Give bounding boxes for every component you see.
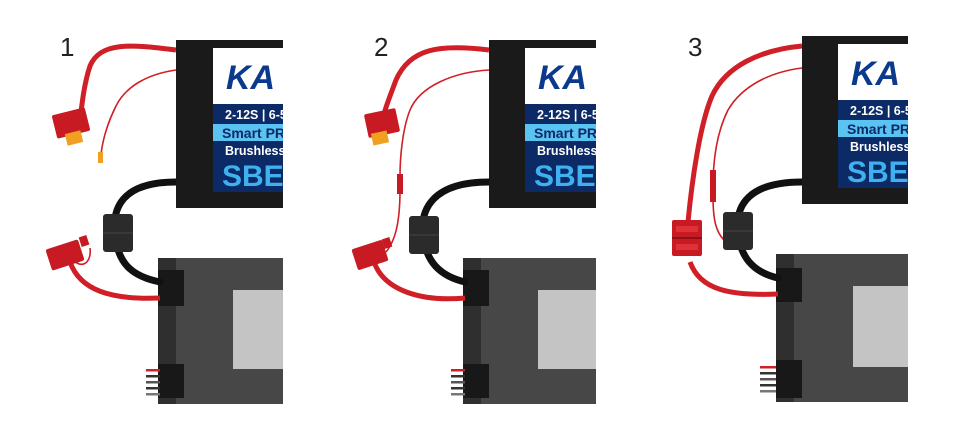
label-type: Brushless E — [850, 140, 922, 154]
sense-lead-pin — [98, 152, 103, 163]
label-smart: Smart PR — [534, 125, 597, 141]
motor-label: KA 2-12S | 6-5 Smart PR Brushless E SBE — [838, 44, 922, 189]
sense-lead-sleeve — [710, 170, 716, 202]
label-smart: Smart PR — [847, 121, 910, 137]
xt60-connector-esc — [45, 235, 90, 271]
red-power-wire-esc — [67, 261, 161, 301]
motor-label: KA 2-12S | 6-5 Smart PR Brushless E SBE — [213, 48, 297, 193]
red-power-wire-motor — [381, 45, 490, 115]
esc-body — [463, 258, 596, 404]
label-type: Brushless E — [225, 144, 297, 158]
esc-body — [158, 258, 283, 404]
red-power-wire-motor — [685, 43, 803, 223]
label-type: Brushless E — [537, 144, 609, 158]
motor-label: KA 2-12S | 6-5 Smart PR Brushless E SBE — [525, 48, 609, 193]
label-spec: 2-12S | 6-5 — [850, 104, 912, 118]
step-number-2: 2 — [374, 32, 388, 62]
label-spec: 2-12S | 6-5 — [225, 108, 287, 122]
label-model: SBE — [222, 160, 284, 193]
sense-lead-sleeve — [397, 174, 403, 194]
label-model: SBE — [847, 156, 909, 189]
servo-wire-pins — [451, 369, 465, 396]
label-brand: KA — [226, 59, 275, 97]
label-spec: 2-12S | 6-5 — [537, 108, 599, 122]
servo-wire-pins — [760, 366, 776, 393]
red-power-wire-esc — [371, 261, 466, 302]
label-brand: KA — [538, 59, 587, 97]
deans-connector — [672, 220, 702, 256]
panel-2: 2 — [351, 32, 609, 404]
step-number-3: 3 — [688, 32, 702, 62]
xt60-connector-motor — [52, 107, 90, 146]
esc-body — [776, 254, 908, 402]
panel-3: 3 — [672, 32, 922, 402]
label-smart: Smart PR — [222, 125, 285, 141]
step-number-1: 1 — [60, 32, 74, 62]
red-sense-lead — [385, 69, 490, 253]
red-power-wire-esc — [687, 261, 779, 297]
panel-1: 1 — [45, 32, 297, 404]
servo-wire-pins — [146, 369, 160, 396]
label-model: SBE — [534, 160, 596, 193]
label-brand: KA — [851, 55, 900, 93]
xt60-connector-motor — [364, 108, 400, 146]
xt60-connector-esc — [351, 237, 393, 270]
red-sense-lead-motor — [100, 69, 177, 155]
red-sense-lead — [712, 67, 803, 241]
red-power-wire-motor — [77, 43, 177, 121]
